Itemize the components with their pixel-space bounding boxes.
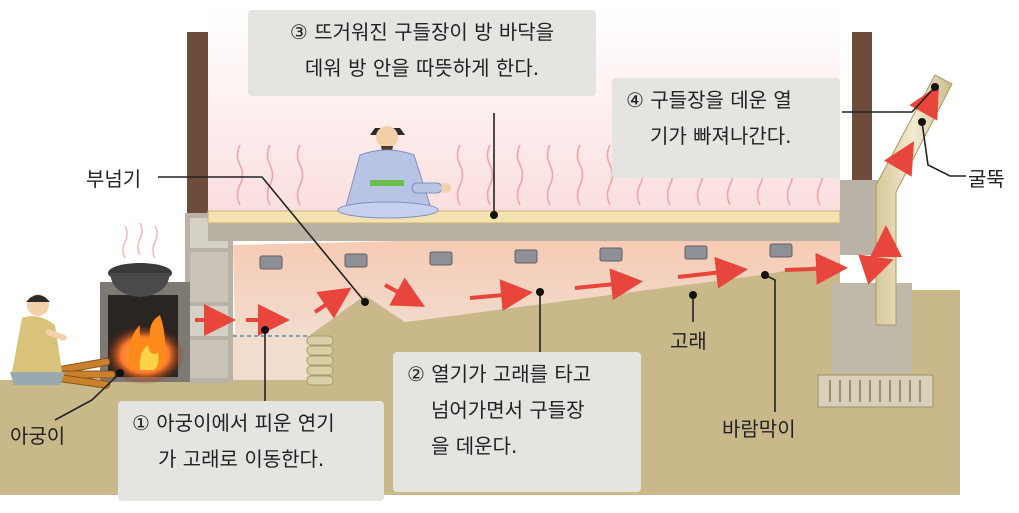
- callout-step-3-line-2: 데워 방 안을 따뜻하게 한다.: [304, 56, 540, 80]
- label-agungi: 아궁이: [10, 424, 66, 448]
- chimney-base: [832, 283, 912, 373]
- room-floor: [207, 210, 841, 224]
- callout-step-3: ③ 뜨거워진 구들장이 방 바닥을 데워 방 안을 따뜻하게 한다.: [248, 10, 596, 96]
- right-wall-base: [840, 180, 878, 255]
- callout-step-2-line-3: 을 데운다.: [431, 434, 518, 458]
- chimney-grate: [817, 374, 934, 408]
- callout-step-4-line-1: ④ 구들장을 데운 열: [626, 88, 792, 112]
- callout-step-3-line-1: ③ 뜨거워진 구들장이 방 바닥을: [289, 20, 555, 44]
- callout-step-2-line-2: 넘어가면서 구들장: [431, 398, 585, 422]
- buneomgi-stones: [306, 335, 334, 386]
- scholar-figure-icon: [337, 126, 451, 219]
- label-gorae: 고래: [670, 329, 707, 353]
- firewood-icon: [54, 357, 116, 389]
- right-wall-post: [852, 32, 872, 182]
- support-pillars: [259, 243, 793, 270]
- leader-dots: [116, 83, 939, 377]
- callout-step-1-line-1: ① 아궁이에서 피운 연기: [132, 411, 335, 435]
- label-baramagi: 바람막이: [722, 417, 796, 441]
- heat-flow-arrows: [195, 85, 939, 336]
- callout-step-1-line-2: 가 고래로 이동한다.: [158, 447, 325, 471]
- fire-passage: [233, 335, 310, 380]
- left-wall-post: [187, 32, 208, 217]
- callout-step-2-line-1: ② 열기가 고래를 타고: [407, 362, 592, 386]
- chimney-pipe: [875, 74, 953, 326]
- label-buneomgi: 부넘기: [86, 167, 142, 191]
- callout-step-1: ① 아궁이에서 피운 연기 가 고래로 이동한다.: [118, 401, 384, 501]
- callout-step-4: ④ 구들장을 데운 열 기가 빠져나간다.: [612, 78, 840, 178]
- callout-step-2: ② 열기가 고래를 타고 넘어가면서 구들장 을 데운다.: [393, 352, 641, 492]
- leader-lines: [54, 86, 966, 421]
- woman-figure-icon: [10, 294, 67, 385]
- label-gulttuk: 굴뚝: [968, 167, 1005, 191]
- callout-step-4-line-2: 기가 빠져나간다.: [650, 124, 792, 148]
